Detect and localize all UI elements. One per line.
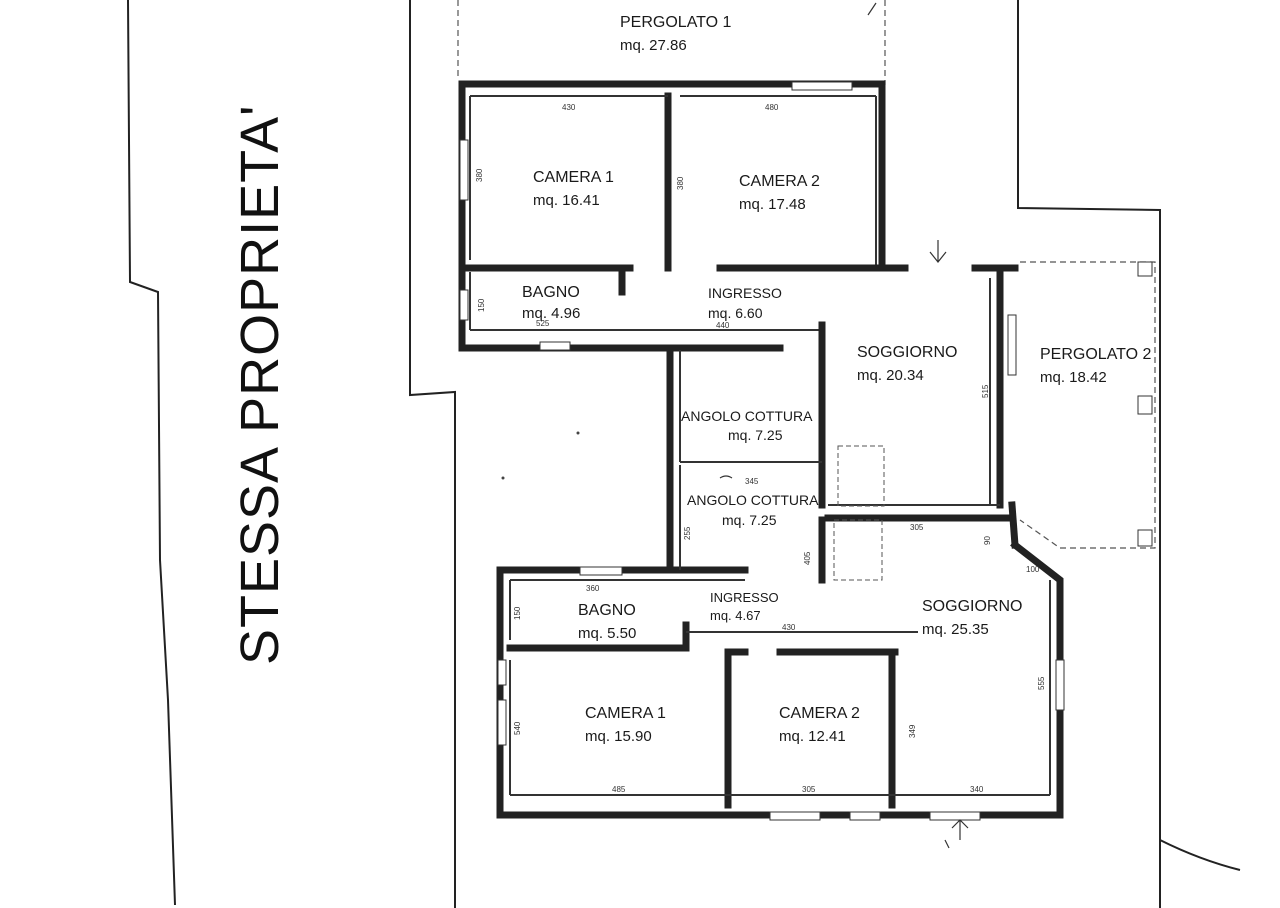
scan-marks — [501, 2, 950, 849]
dimension-label: 340 — [970, 785, 984, 794]
dimension-label: 515 — [981, 384, 990, 398]
room-area-ingresso-top: mq. 6.60 — [708, 305, 763, 321]
dimension-label: 540 — [513, 721, 522, 735]
room-name-bagno-bottom: BAGNO — [578, 602, 636, 619]
dimension-label: 440 — [716, 321, 730, 330]
room-area-camera-1-top: mq. 16.41 — [533, 192, 600, 209]
dimension-label: 150 — [477, 298, 486, 312]
side-label: STESSA PROPRIETA' — [230, 105, 290, 665]
dimension-label: 90 — [983, 536, 992, 545]
lower-apartment-walls — [496, 461, 1065, 821]
dimension-label: 380 — [475, 168, 484, 182]
dimension-label: 525 — [536, 319, 550, 328]
dimension-label: 150 — [513, 606, 522, 620]
entrance-arrow-bottom — [951, 819, 969, 840]
room-name-ingresso-bottom: INGRESSO — [710, 590, 779, 605]
room-area-pergolato-1: mq. 27.86 — [620, 37, 687, 54]
pergolato-1-outline — [457, 0, 886, 85]
room-name-camera-1-bottom: CAMERA 1 — [585, 705, 666, 722]
dimension-label: 305 — [802, 785, 816, 794]
room-name-angolo-cottura-bottom: ANGOLO COTTURA — [687, 492, 819, 508]
room-name-ingresso-top: INGRESSO — [708, 285, 782, 301]
dimension-label: 480 — [765, 103, 779, 112]
room-area-bagno-top: mq. 4.96 — [522, 305, 580, 322]
dimension-label: 255 — [683, 526, 692, 540]
dimension-label: 405 — [803, 551, 812, 565]
room-name-camera-2-top: CAMERA 2 — [739, 173, 820, 190]
room-name-soggiorno-bottom: SOGGIORNO — [922, 598, 1022, 615]
dimension-labels: 430 480 380 380 150 525 440 515 255 345 … — [475, 103, 1046, 794]
room-name-bagno-top: BAGNO — [522, 284, 580, 301]
dimension-label: 380 — [676, 176, 685, 190]
room-area-camera-2-bottom: mq. 12.41 — [779, 728, 846, 745]
dimension-label: 345 — [745, 477, 759, 486]
property-boundary — [127, 0, 1241, 908]
room-name-pergolato-1: PERGOLATO 1 — [620, 14, 732, 31]
dimension-label: 485 — [612, 785, 626, 794]
room-area-camera-1-bottom: mq. 15.90 — [585, 728, 652, 745]
room-name-soggiorno-top: SOGGIORNO — [857, 344, 957, 361]
room-name-pergolato-2: PERGOLATO 2 — [1040, 346, 1152, 363]
room-area-pergolato-2: mq. 18.42 — [1040, 369, 1107, 386]
room-area-camera-2-top: mq. 17.48 — [739, 196, 806, 213]
room-name-camera-1-top: CAMERA 1 — [533, 169, 614, 186]
dimension-label: 349 — [908, 724, 917, 738]
dimension-label: 305 — [910, 523, 924, 532]
dimension-label: 555 — [1037, 676, 1046, 690]
upper-apartment-walls — [458, 80, 1019, 549]
dimension-label: 430 — [562, 103, 576, 112]
room-area-soggiorno-top: mq. 20.34 — [857, 367, 924, 384]
dimension-label: 430 — [782, 623, 796, 632]
room-area-soggiorno-bottom: mq. 25.35 — [922, 621, 989, 638]
dimension-label: 360 — [586, 584, 600, 593]
room-area-bagno-bottom: mq. 5.50 — [578, 625, 636, 642]
room-area-angolo-cottura-top: mq. 7.25 — [728, 427, 783, 443]
entrance-arrow-top — [929, 240, 947, 263]
room-name-angolo-cottura-top: ANGOLO COTTURA — [681, 408, 813, 424]
room-name-camera-2-bottom: CAMERA 2 — [779, 705, 860, 722]
room-area-ingresso-bottom: mq. 4.67 — [710, 608, 761, 623]
room-area-angolo-cottura-bottom: mq. 7.25 — [722, 512, 777, 528]
dimension-label: 100 — [1026, 565, 1040, 574]
pergolato-2-outline — [1019, 261, 1156, 549]
